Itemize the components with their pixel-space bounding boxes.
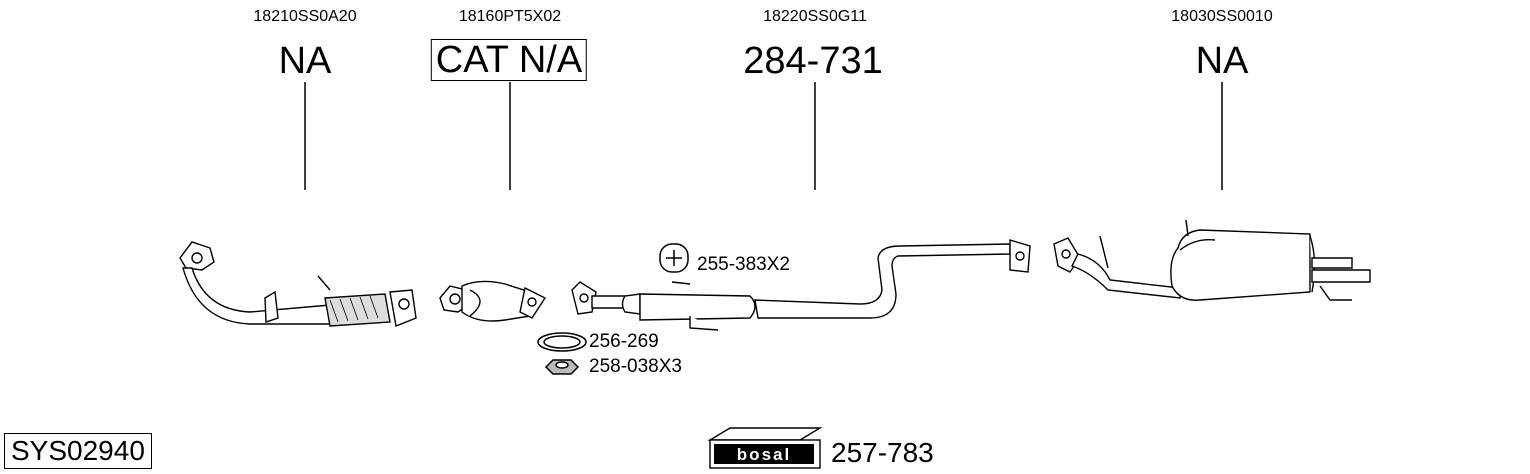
rubber-hanger-icon xyxy=(659,243,689,273)
kit-number: 257-783 xyxy=(831,437,934,468)
oe-number-rear-silencer: 18030SS0010 xyxy=(1171,8,1273,25)
ref-middle-silencer: 284-731 xyxy=(743,40,883,82)
catalyst-drawing xyxy=(439,280,547,322)
svg-text:bosal: bosal xyxy=(737,445,791,464)
system-code: SYS02940 xyxy=(4,433,152,469)
bosal-logo: bosal xyxy=(707,427,823,469)
accessory-nut-label: 258-038X3 xyxy=(589,356,682,377)
hex-nut-icon xyxy=(544,359,580,375)
gasket-ring-icon xyxy=(537,332,587,352)
oe-number-middle-silencer: 18220SS0G11 xyxy=(763,8,867,25)
oe-number-front-pipe: 18210SS0A20 xyxy=(253,8,357,25)
oe-number-catalyst: 18160PT5X02 xyxy=(458,8,562,25)
ref-catalyst: CAT N/A xyxy=(430,39,588,81)
accessory-gasket-label: 256-269 xyxy=(589,331,659,352)
front-pipe-drawing xyxy=(179,241,417,327)
rear-silencer-drawing xyxy=(1053,219,1371,301)
accessory-hanger-label: 255-383X2 xyxy=(697,254,790,275)
ref-rear-silencer: NA xyxy=(1195,40,1249,82)
middle-silencer-drawing xyxy=(571,239,1031,331)
ref-front-pipe: NA xyxy=(278,40,332,82)
